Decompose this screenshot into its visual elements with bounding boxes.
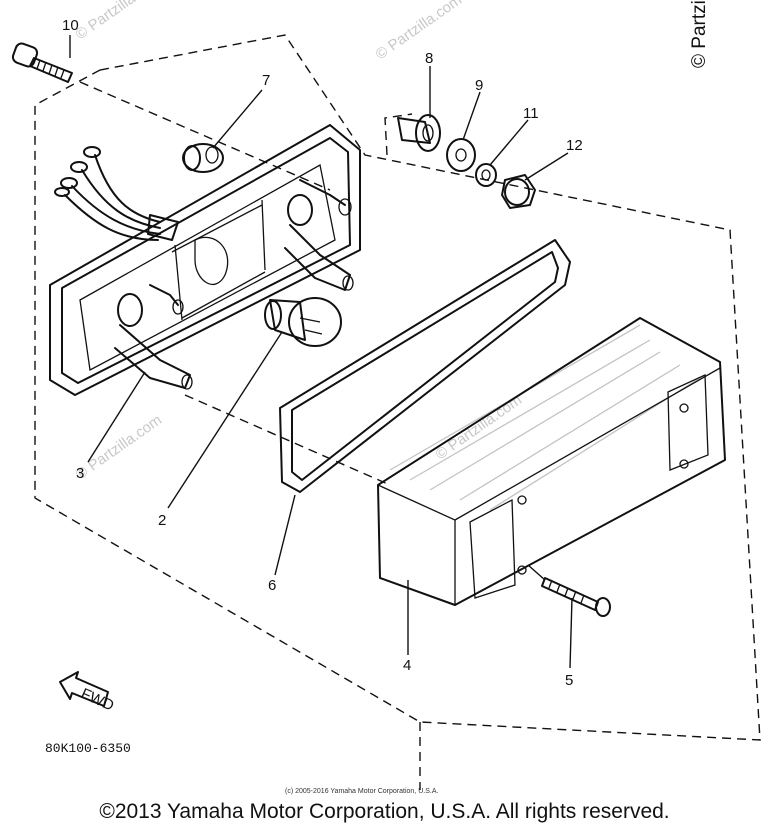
- callout-2: 2: [158, 512, 166, 529]
- part-11-lock-washer: [475, 163, 497, 187]
- part-4-lens: [377, 317, 726, 606]
- watermark-faint: © Partzilla.com: [373, 0, 466, 63]
- diagram-code: 80K100-6350: [45, 741, 131, 756]
- part-9-washer: [446, 138, 476, 172]
- part-10-screw: [11, 42, 73, 83]
- watermark-faint: © Partzilla.com: [73, 0, 166, 43]
- part-5-screw: [527, 564, 611, 617]
- watermark-right-edge: © Partzilla: [689, 0, 710, 68]
- callout-10: 10: [62, 17, 79, 34]
- leader-dashed: [184, 394, 391, 486]
- callout-3: 3: [76, 465, 84, 482]
- part-2-bulb: [264, 297, 342, 347]
- part-8-collar: [397, 114, 441, 152]
- callout-4: 4: [403, 657, 411, 674]
- callout-9: 9: [475, 77, 483, 94]
- watermark-faint: © Partzilla.com: [433, 391, 526, 463]
- group-outline: [34, 34, 761, 741]
- small-copyright: (c) 2005-2016 Yamaha Motor Corporation, …: [285, 788, 438, 795]
- leader-dashed: [79, 81, 331, 191]
- callout-6: 6: [268, 577, 276, 594]
- callout-8: 8: [425, 50, 433, 67]
- watermark-faint: © Partzilla.com: [73, 411, 166, 483]
- footer-copyright: ©2013 Yamaha Motor Corporation, U.S.A. A…: [99, 800, 670, 823]
- part-7-grommet: [182, 143, 224, 173]
- forward-direction-arrow: FWD: [59, 671, 117, 715]
- part-3-lamp-housing: [49, 124, 361, 396]
- hardware-bracket: [384, 113, 413, 156]
- callout-7: 7: [262, 72, 270, 89]
- part-6-gasket: [279, 239, 571, 493]
- callout-11: 11: [523, 105, 539, 122]
- callout-12: 12: [566, 137, 583, 154]
- leader-lines: [69, 35, 573, 669]
- fwd-label: FWD: [78, 685, 116, 714]
- callout-5: 5: [565, 672, 573, 689]
- wire-harness: [54, 146, 179, 241]
- part-12-nut: [501, 174, 536, 209]
